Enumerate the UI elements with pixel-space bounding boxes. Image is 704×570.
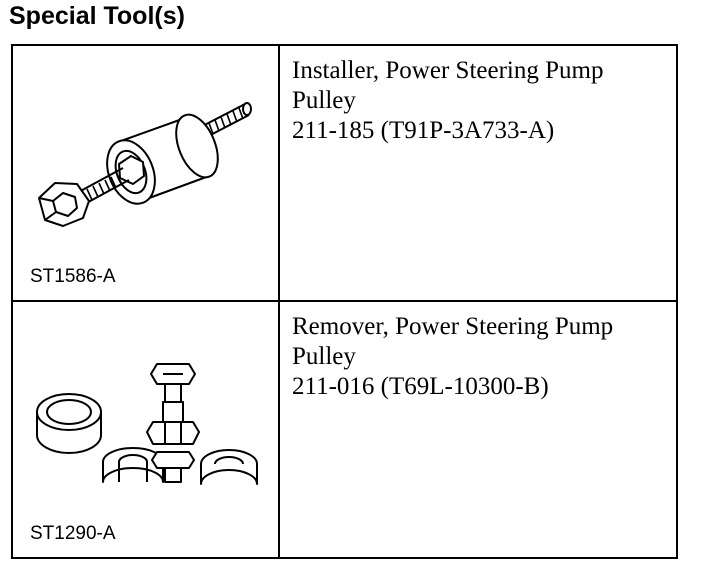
tool-part-number: 211-185 (T91P-3A733-A)	[292, 117, 555, 144]
tool-image-cell: ST1586-A	[13, 46, 280, 300]
tool-name-line1: Remover, Power Steering Pump	[292, 313, 614, 340]
tool-image-cell: ST1290-A	[13, 302, 280, 557]
tool-name-line2: Pulley	[292, 343, 356, 370]
section-heading: Special Tool(s)	[9, 2, 185, 30]
tool-description-cell: Installer, Power Steering Pump Pulley 21…	[280, 46, 676, 300]
tool-row-installer: ST1586-A Installer, Power Steering Pump …	[13, 46, 676, 302]
tool-description: Remover, Power Steering Pump Pulley 211-…	[292, 312, 668, 402]
tool-image-code: ST1586-A	[30, 266, 116, 287]
tool-image-code: ST1290-A	[30, 523, 116, 544]
tool-description: Installer, Power Steering Pump Pulley 21…	[292, 56, 668, 146]
remover-tool-illustration	[36, 363, 258, 485]
special-tools-table: ST1586-A Installer, Power Steering Pump …	[11, 44, 678, 559]
tool-name-line2: Pulley	[292, 87, 356, 114]
tool-part-number: 211-016 (T69L-10300-B)	[292, 373, 549, 400]
installer-tool-illustration	[38, 102, 252, 227]
tool-description-cell: Remover, Power Steering Pump Pulley 211-…	[280, 302, 676, 557]
tool-row-remover: ST1290-A Remover, Power Steering Pump Pu…	[13, 302, 676, 557]
tool-name-line1: Installer, Power Steering Pump	[292, 57, 604, 84]
